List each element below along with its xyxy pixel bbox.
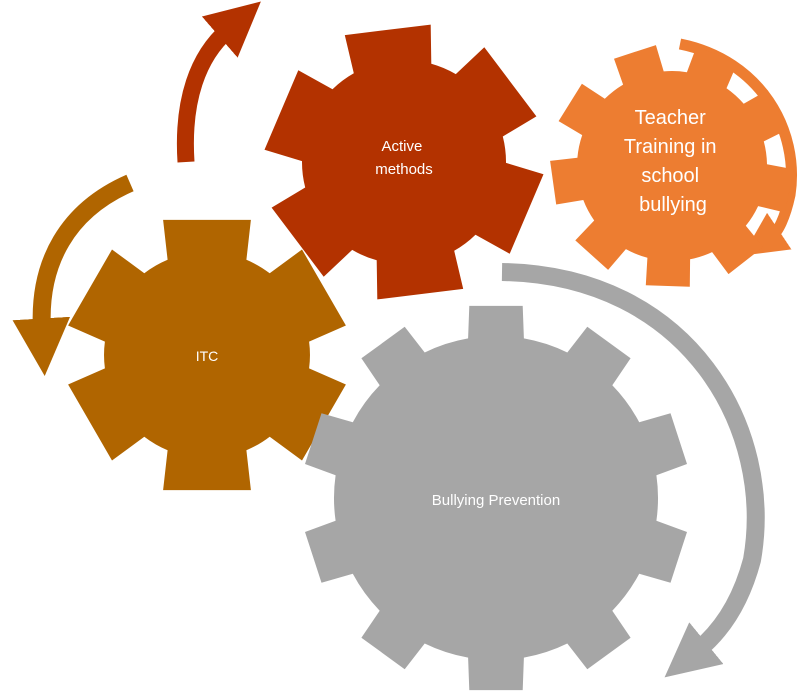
gear-teacher-training: Teacher Training in school bullying [550, 45, 794, 287]
gear-label-line: Training in [624, 136, 717, 158]
gear-shape-active-methods [264, 24, 544, 300]
cycle-arrow-active [176, 1, 261, 163]
gear-itc: ITC [68, 219, 346, 491]
gear-shape-teacher-training [550, 45, 794, 287]
gear-label-active-methods: Active methods [375, 138, 433, 178]
gear-label-line: ITC [196, 348, 219, 364]
gear-active-methods: Active methods [264, 24, 544, 300]
gear-shape-itc [68, 219, 346, 491]
gear-shape-bullying-prevention [305, 305, 687, 691]
gear-label-line: Active [381, 138, 422, 155]
gear-label-line: Bullying Prevention [432, 492, 560, 509]
gear-bullying-prevention: Bullying Prevention [305, 305, 687, 691]
gear-label-line: bullying [639, 194, 707, 216]
cycle-arrow-prevention [501, 263, 765, 678]
gear-label-itc: ITC [196, 348, 219, 364]
gear-label-bullying-prevention: Bullying Prevention [432, 492, 560, 509]
gear-label-line: methods [375, 161, 433, 178]
gear-label-teacher-training: Teacher Training in school bullying [624, 107, 722, 216]
gear-label-line: school [641, 165, 699, 187]
gear-label-line: Teacher [635, 107, 706, 129]
cycle-arrow-itc [12, 174, 134, 377]
